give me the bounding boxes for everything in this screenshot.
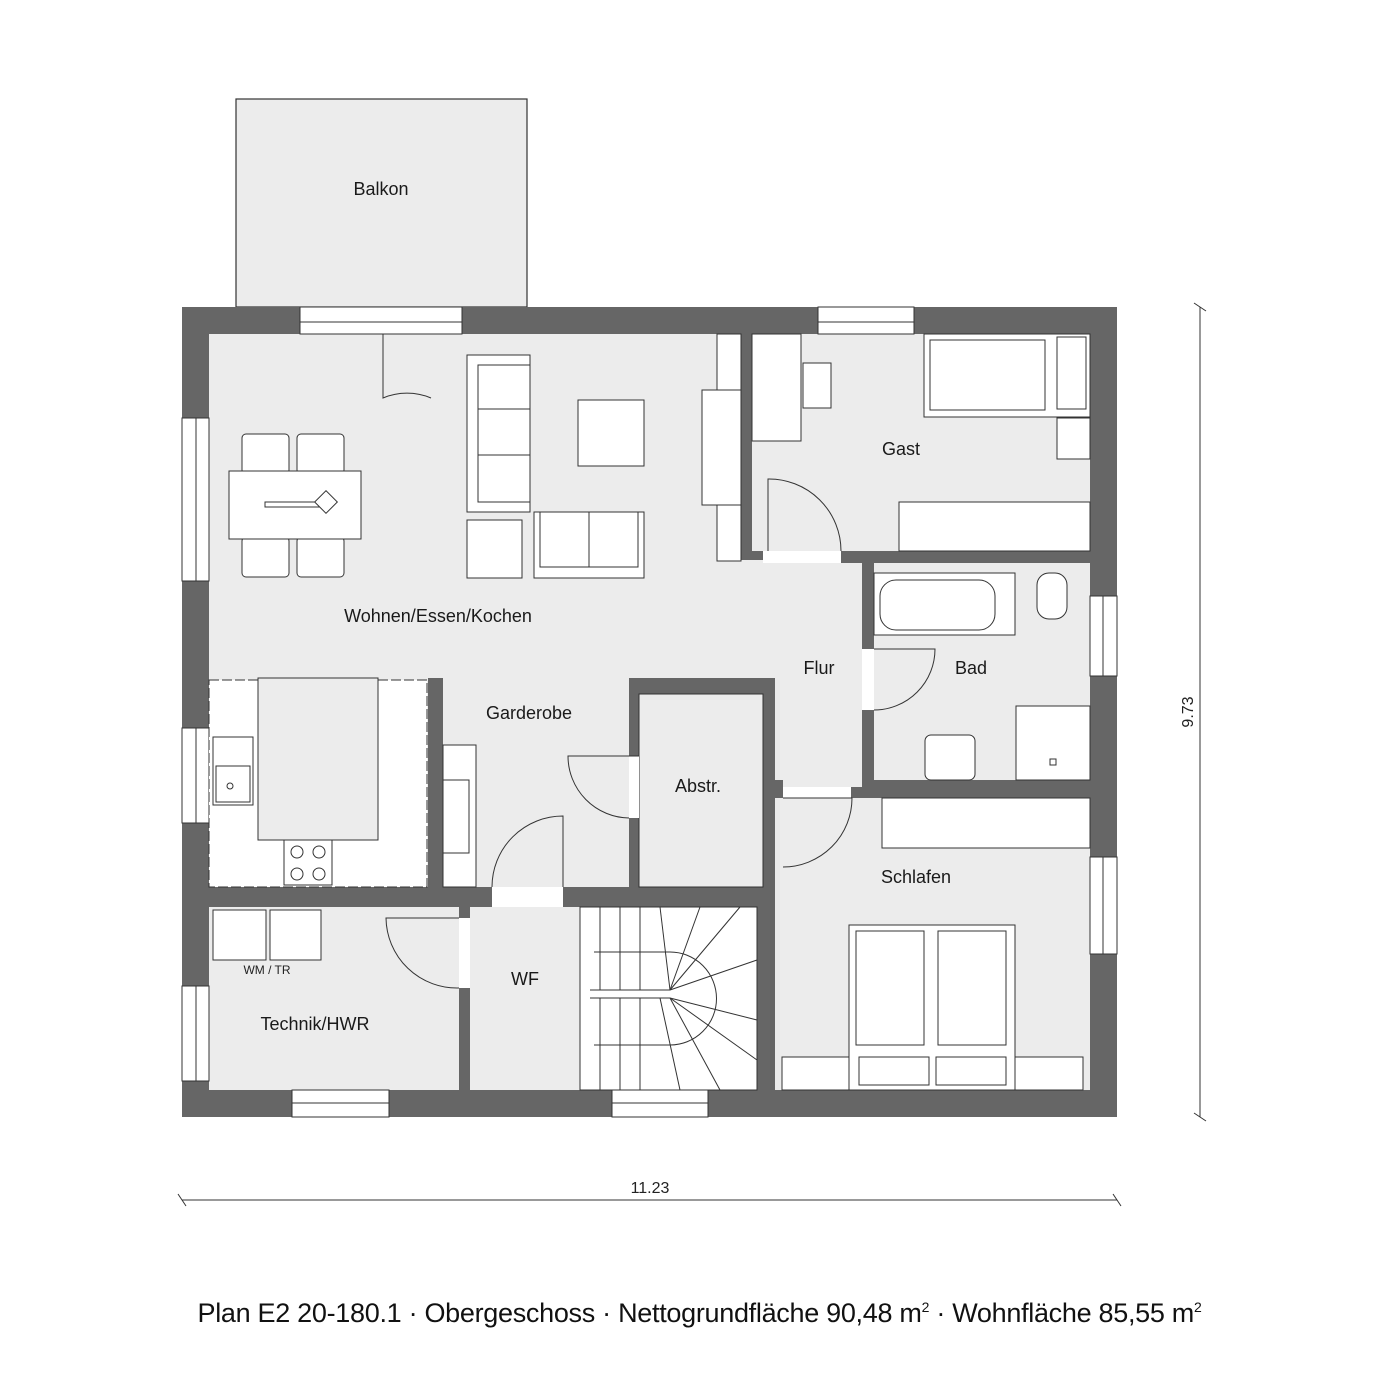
bathroom-fixtures <box>873 572 1091 781</box>
room-label-abstr: Abstr. <box>675 776 721 796</box>
dimension-width <box>177 1193 1122 1207</box>
caption-net-area-label: Nettogrundfläche <box>618 1298 819 1328</box>
interior-walls <box>209 334 1090 1090</box>
room-label-wf: WF <box>511 969 539 989</box>
washer-dryer-label: WM / TR <box>243 963 290 977</box>
room-label-schlafen: Schlafen <box>881 867 951 887</box>
living-furniture <box>466 333 742 579</box>
wardrobe <box>442 693 764 888</box>
caption-living-area-label: Wohnfläche <box>952 1298 1092 1328</box>
staircase <box>579 906 758 1091</box>
caption-separator: · <box>408 1298 418 1328</box>
room-label-gast: Gast <box>882 439 920 459</box>
room-label-balkon: Balkon <box>353 179 408 199</box>
room-label-wohnen: Wohnen/Essen/Kochen <box>344 606 532 626</box>
dining-table <box>228 433 362 578</box>
room-labels: Balkon Wohnen/Essen/Kochen Gast Flur Bad… <box>243 179 987 1034</box>
caption-net-area-value: 90,48 <box>826 1298 893 1328</box>
plan-caption: Plan E2 20-180.1 · Obergeschoss · Nettog… <box>0 1298 1399 1329</box>
laundry-appliances <box>212 909 322 961</box>
door-openings <box>459 551 874 988</box>
bedroom-furniture <box>781 797 1091 1091</box>
room-label-garderobe: Garderobe <box>486 703 572 723</box>
dimension-height-label: 9.73 <box>1180 696 1197 727</box>
caption-floor: Obergeschoss <box>424 1298 595 1328</box>
dimension-height <box>1193 302 1207 1122</box>
kitchen <box>208 677 428 888</box>
door-swings <box>382 334 936 989</box>
balcony <box>235 98 528 308</box>
caption-separator: · <box>936 1298 946 1328</box>
room-label-technik: Technik/HWR <box>260 1014 369 1034</box>
caption-separator: · <box>602 1298 611 1328</box>
guest-room-furniture <box>751 333 1091 552</box>
dimension-width-label: 11.23 <box>631 1180 670 1197</box>
window-sills <box>195 321 1104 1104</box>
caption-living-area-value: 85,55 <box>1098 1298 1165 1328</box>
caption-plan-id: Plan E2 20-180.1 <box>197 1298 402 1328</box>
room-label-bad: Bad <box>955 658 987 678</box>
room-label-flur: Flur <box>804 658 835 678</box>
caption-unit: m2 <box>899 1298 930 1328</box>
caption-unit: m2 <box>1171 1298 1202 1328</box>
